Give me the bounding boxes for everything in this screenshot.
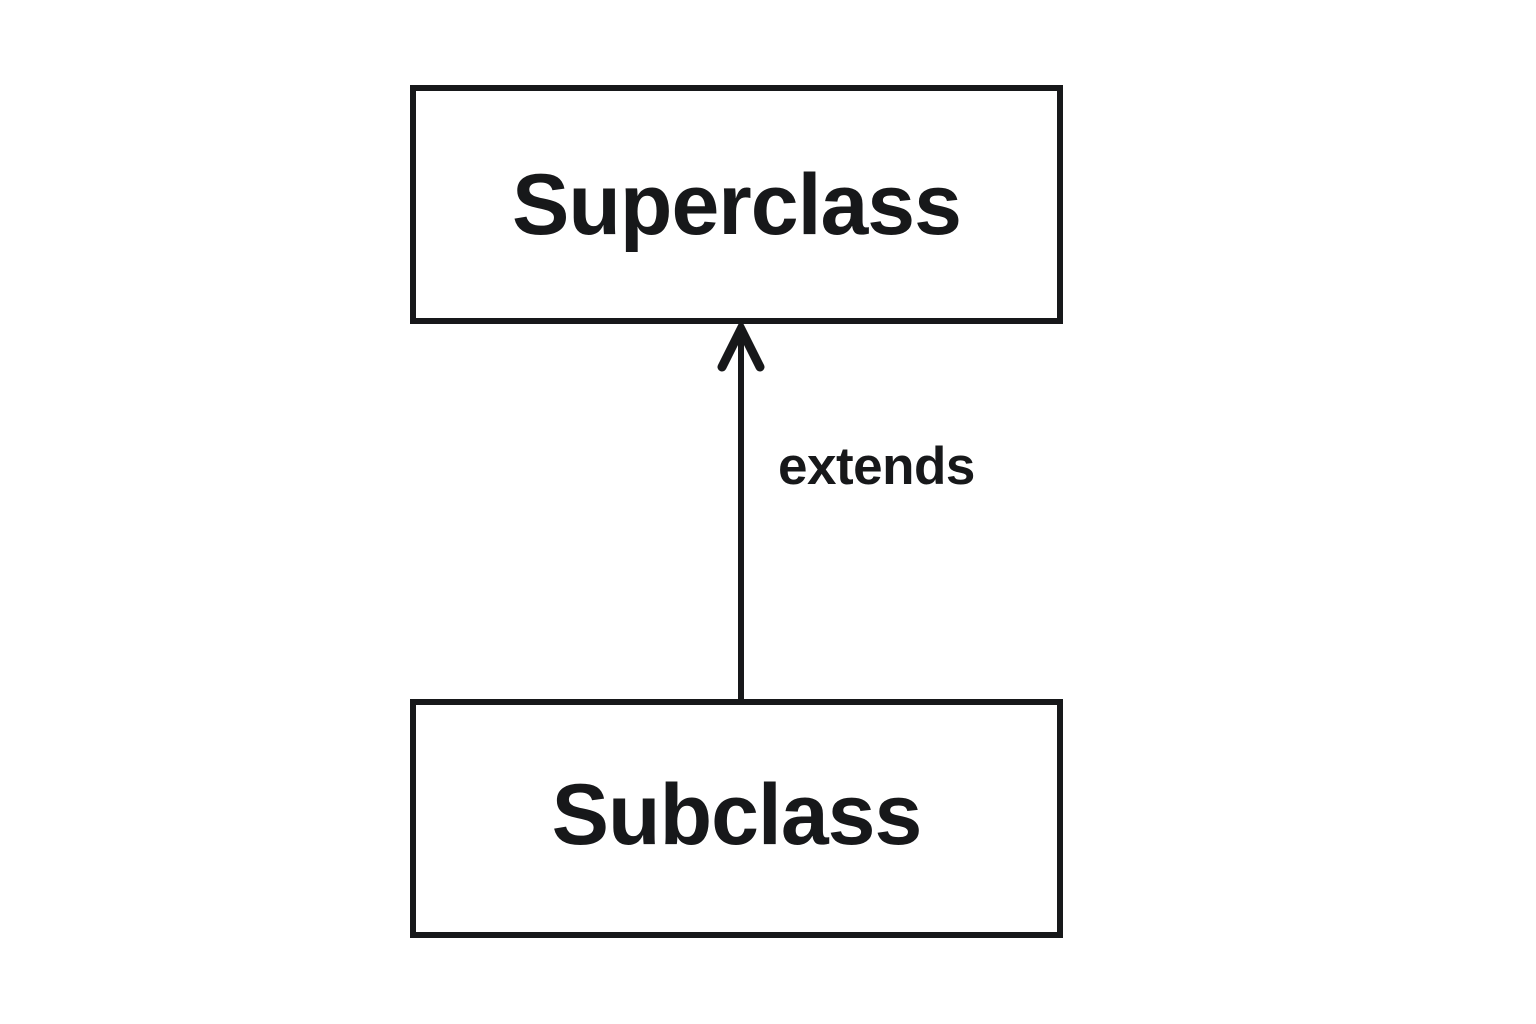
superclass-label: Superclass [512,156,962,253]
superclass-node[interactable]: Superclass [410,85,1063,324]
extends-edge-label: extends [778,437,975,496]
arrowhead-icon [717,318,765,372]
subclass-label: Subclass [551,766,923,863]
subclass-node[interactable]: Subclass [410,699,1063,938]
